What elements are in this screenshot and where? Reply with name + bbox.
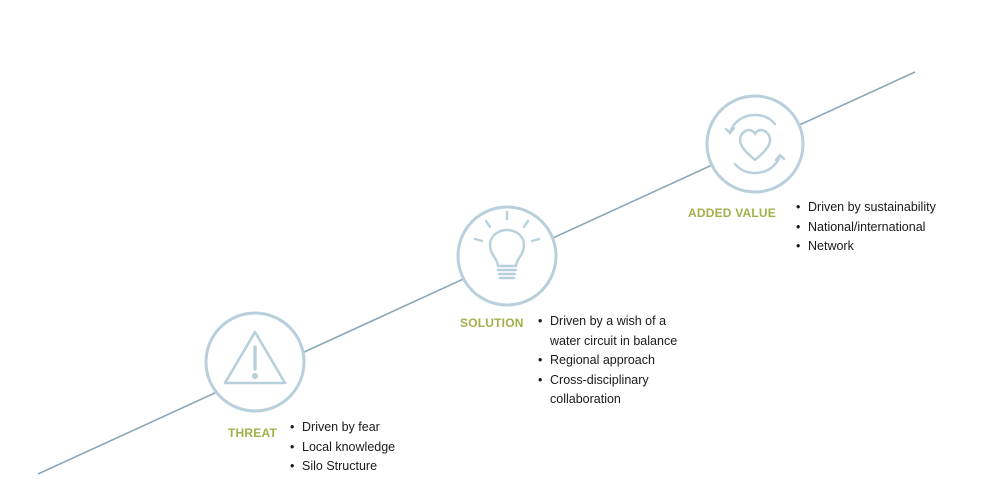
solution-bullets: •Driven by a wish of a water circuit in … (538, 312, 677, 410)
bullet-text: Regional approach (550, 353, 655, 367)
threat-circle (204, 311, 306, 413)
added-value-label: ADDED VALUE (688, 206, 776, 220)
bullet-text: Local knowledge (302, 439, 396, 454)
bullet-text: Network (808, 239, 854, 253)
added-value-circle (705, 94, 805, 194)
list-item: •Network (796, 237, 936, 257)
solution-label: SOLUTION (460, 316, 524, 330)
bullet-text: Driven by fear (302, 420, 380, 434)
list-item: •Local knowledge (290, 438, 395, 458)
solution-circle (456, 205, 558, 307)
list-item: •Silo Structure (290, 457, 395, 477)
list-item: •Driven by fear (290, 418, 395, 438)
list-item: •Driven by a wish of a water circuit in … (538, 312, 677, 351)
warning-icon (223, 330, 287, 385)
list-item: •Regional approach (538, 351, 677, 371)
threat-bullets: •Driven by fear •Local knowledge •Silo S… (290, 418, 395, 477)
list-item: •Driven by sustainability (796, 198, 936, 218)
heart-cycle-icon (724, 113, 786, 175)
list-item: •National/international (796, 218, 936, 238)
bullet-text: Silo Structure (302, 459, 378, 473)
bullet-text: National/international (808, 219, 926, 234)
bullet-text: Cross-disciplinary collaboration (550, 372, 649, 407)
bullet-text: Driven by sustainability (808, 200, 936, 214)
lightbulb-icon (473, 210, 541, 280)
threat-label: THREAT (228, 426, 277, 440)
list-item: •Cross-disciplinary collaboration (538, 371, 677, 410)
added-value-bullets: •Driven by sustainability •National/inte… (796, 198, 936, 257)
bullet-text: Driven by a wish of a water circuit in b… (550, 314, 678, 348)
